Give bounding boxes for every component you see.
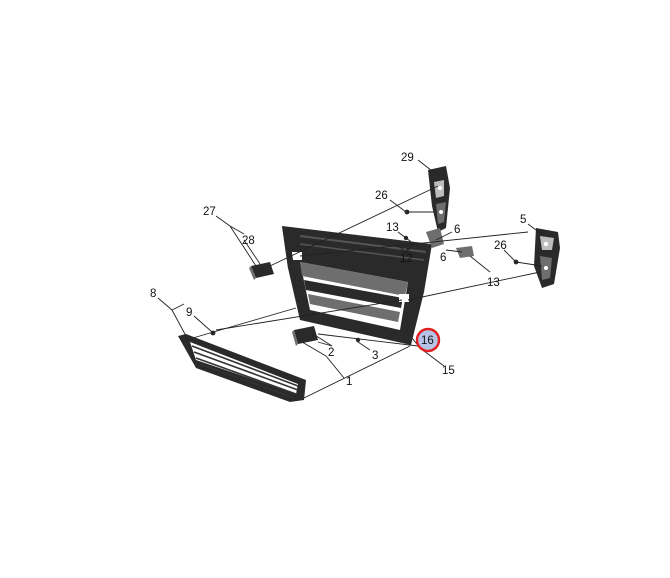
callout-15: 15: [442, 365, 455, 377]
grille-frame: [282, 226, 432, 345]
callout-1: 1: [346, 376, 352, 388]
callout-3: 3: [372, 350, 378, 362]
callout-29: 29: [401, 152, 414, 164]
clip-2: [292, 326, 318, 346]
callout-12: 12: [400, 253, 413, 265]
lower-grille-insert: [178, 334, 306, 402]
callout-8: 8: [150, 288, 156, 300]
bracket-29: [428, 166, 450, 232]
callout-2: 2: [328, 347, 334, 359]
callout-6-mid: 6: [440, 252, 446, 264]
assembly-lines: [185, 185, 543, 399]
callout-13-top: 13: [386, 222, 399, 234]
callout-16: 16: [421, 335, 434, 347]
bracket-5: [534, 228, 560, 288]
bracket-6b: [456, 246, 474, 258]
highlight-marker: [415, 327, 441, 353]
callout-5: 5: [520, 214, 526, 226]
callout-27: 27: [203, 206, 216, 218]
callout-labels: 29 26 27 28 13 6 12 6 5 26 13 8 9 16 2 3…: [150, 152, 526, 388]
clip-28: [249, 262, 274, 280]
callout-28: 28: [242, 235, 255, 247]
callout-13-right: 13: [487, 277, 500, 289]
callout-26-right: 26: [494, 240, 507, 252]
callout-6-top: 6: [454, 224, 460, 236]
bracket-6a: [426, 228, 444, 248]
callout-9: 9: [186, 307, 192, 319]
callout-26-top: 26: [375, 190, 388, 202]
